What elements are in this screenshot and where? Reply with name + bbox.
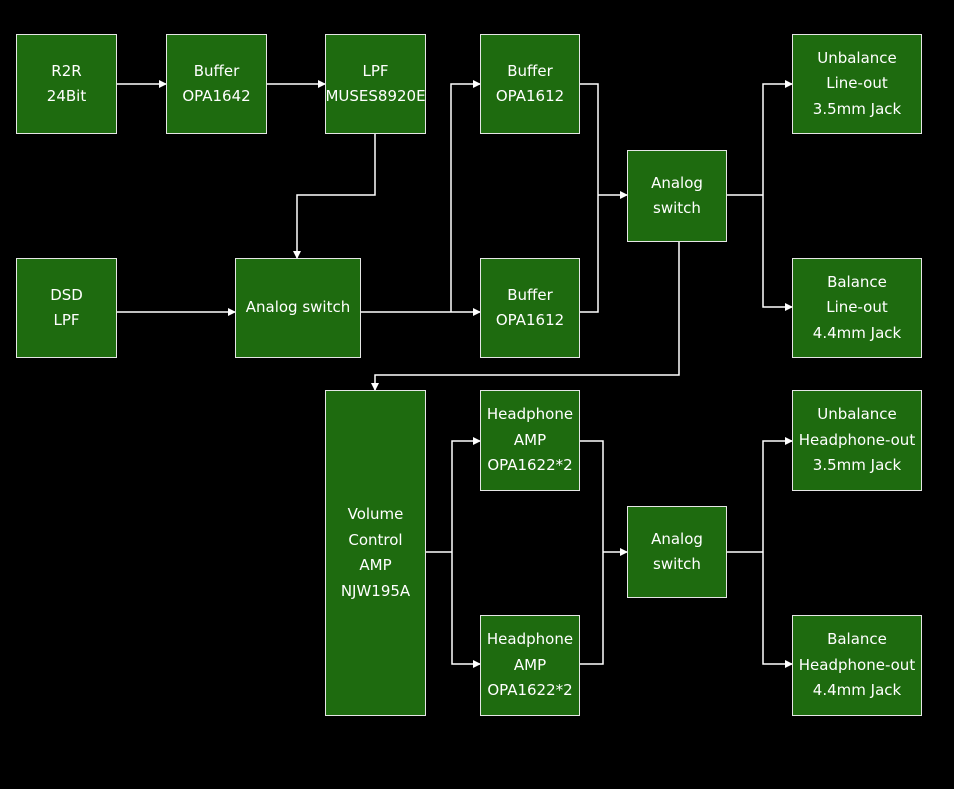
block-label: LPF: [53, 311, 80, 329]
block-label: 3.5mm Jack: [812, 456, 902, 475]
wire-to-unbal-line: [762, 80, 793, 195]
wire-to-unbal-hp: [762, 437, 793, 552]
headphone-amp-bottom-block: Headphone AMP OPA1622*2: [480, 615, 580, 716]
block-label: OPA1642: [182, 87, 251, 105]
block-label: switch: [653, 555, 701, 573]
block-label: OPA1612: [495, 87, 565, 105]
wire-lineswitch-to-volume: [371, 242, 680, 391]
block-label: 4.4mm Jack: [812, 323, 902, 342]
block-label: Headphone-out: [798, 430, 916, 449]
block-label: AMP: [359, 556, 392, 574]
block-label: LPF: [362, 61, 389, 80]
wire-buffer-b-to-lineswitch: [580, 195, 599, 313]
block-label: Balance: [827, 630, 887, 649]
block-label: Unbalance: [817, 405, 897, 424]
block-label: OPA1622*2: [487, 456, 573, 475]
block-label: Buffer: [193, 61, 240, 80]
block-label: 3.5mm Jack: [812, 99, 902, 118]
wire-buffer-a-to-lineswitch: [580, 83, 599, 195]
balance-line-out-block: Balance Line-out 4.4mm Jack: [792, 258, 922, 358]
block-label: Line-out: [826, 74, 888, 93]
block-label: Headphone: [486, 630, 574, 649]
block-label: Volume: [347, 505, 404, 523]
block-label: OPA1612: [495, 311, 565, 329]
wire-switch-to-buffer-a: [450, 80, 481, 312]
headphone-amp-top-block: Headphone AMP OPA1622*2: [480, 390, 580, 491]
block-label: Buffer: [507, 285, 553, 304]
block-label: OPA1622*2: [487, 681, 573, 700]
unbalance-line-out-block: Unbalance Line-out 3.5mm Jack: [792, 34, 922, 134]
block-label: 24Bit: [46, 87, 87, 105]
block-label: R2R: [51, 61, 82, 80]
wire-hp2-to-hpswitch: [580, 552, 604, 665]
wire-hp1-to-hpswitch: [580, 440, 604, 552]
analog-switch-headphone-block: Analog switch: [627, 506, 727, 598]
analog-switch-input-block: Analog switch: [235, 258, 361, 358]
block-label: Unbalance: [817, 48, 897, 67]
dsd-lpf-block: DSD LPF: [16, 258, 117, 358]
unbalance-headphone-out-block: Unbalance Headphone-out 3.5mm Jack: [792, 390, 922, 491]
block-label: Buffer: [507, 61, 553, 80]
volume-control-amp-block: Volume Control AMP NJW195A: [325, 390, 426, 716]
block-label: Analog: [651, 529, 703, 548]
block-label: Analog switch: [245, 298, 351, 317]
block-label: Balance: [827, 272, 887, 291]
block-label: AMP: [513, 430, 547, 449]
block-label: AMP: [513, 655, 547, 674]
buffer-opa1642-block: Buffer OPA1642: [166, 34, 267, 134]
wire-volume-to-hp1: [451, 437, 481, 552]
r2r-dac-block: R2R 24Bit: [16, 34, 117, 134]
block-label: Headphone-out: [798, 655, 916, 674]
block-label: Control: [348, 530, 403, 549]
balance-headphone-out-block: Balance Headphone-out 4.4mm Jack: [792, 615, 922, 716]
block-label: Analog: [651, 173, 703, 192]
wire-volume-to-hp2: [451, 552, 481, 668]
analog-switch-line-block: Analog switch: [627, 150, 727, 242]
lpf-muses8920e-block: LPF MUSES8920E: [325, 34, 426, 134]
wire-lpf-to-switch: [293, 134, 376, 259]
block-label: MUSES8920E: [325, 87, 426, 105]
block-label: Headphone: [486, 405, 574, 424]
buffer-opa1612-bottom-block: Buffer OPA1612: [480, 258, 580, 358]
block-label: NJW195A: [340, 581, 411, 600]
wire-to-bal-line: [762, 195, 793, 311]
block-label: switch: [653, 199, 701, 217]
wire-to-bal-hp: [762, 552, 793, 668]
block-label: 4.4mm Jack: [812, 681, 902, 700]
block-label: DSD: [50, 285, 83, 304]
block-label: Line-out: [826, 298, 888, 317]
buffer-opa1612-top-block: Buffer OPA1612: [480, 34, 580, 134]
